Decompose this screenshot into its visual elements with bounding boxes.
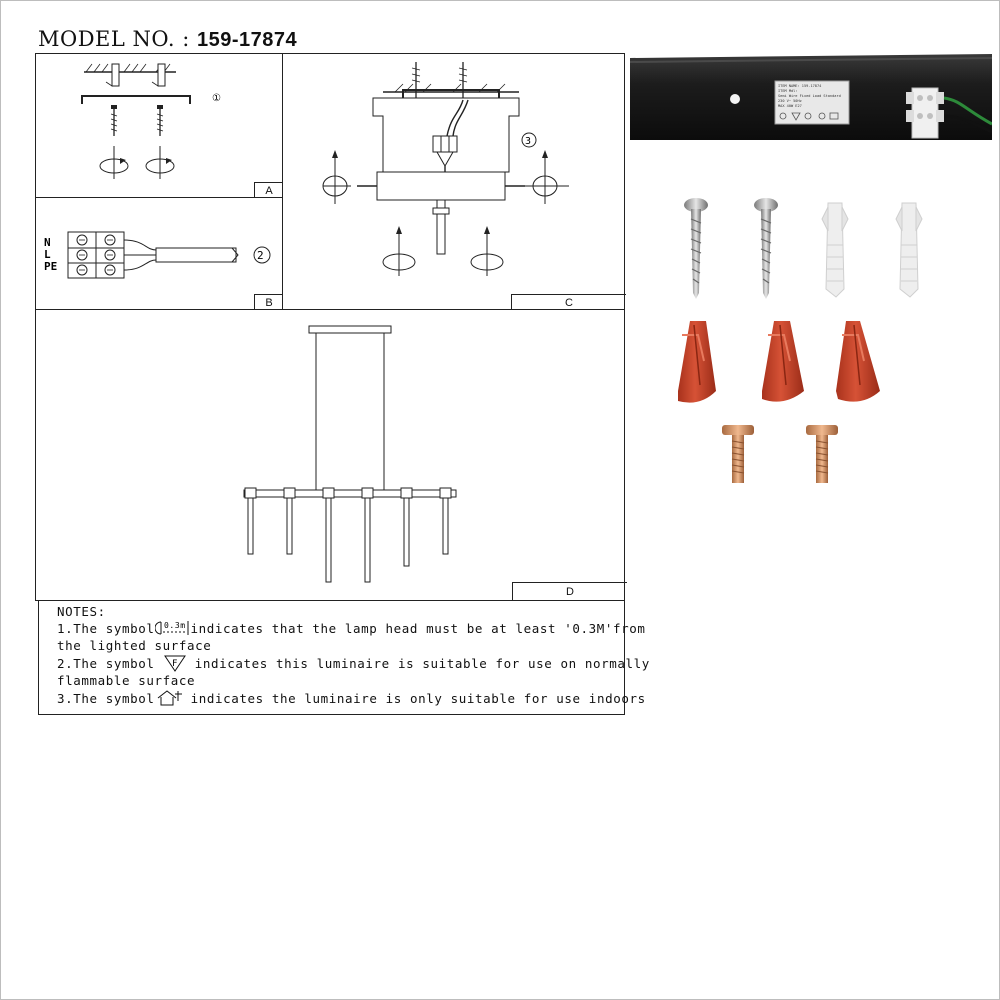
- wire-nut-icon: [762, 321, 804, 402]
- panel-c: 3 C: [282, 53, 626, 310]
- canopy-plate-photo: ITEM NAME: 159-17874 ITEM Mdl: Semi Wire…: [630, 54, 992, 140]
- rating-label-line-1: ITEM NAME: 159-17874: [778, 84, 821, 88]
- machine-screw-icon: [806, 425, 838, 483]
- note-1-cont: the lighted surface: [57, 638, 212, 653]
- notes-section: NOTES: 1.The symbol 0.3m indicates that th…: [38, 600, 649, 715]
- distance-symbol-text: 0.3m: [164, 621, 186, 630]
- rating-label-line-2: ITEM Mdl:: [778, 89, 797, 93]
- step-number-3: 3: [525, 136, 531, 147]
- wire-nut-icon: [836, 321, 880, 402]
- rating-label-line-3: Semi Wire Fixed Load Standard: [778, 94, 841, 98]
- wood-screw-icon: [684, 198, 708, 299]
- panel-c-tag: C: [511, 294, 626, 310]
- note-2-prefix: 2.The symbol: [57, 656, 155, 671]
- machine-screw-icon: [722, 425, 754, 483]
- note-1: 1.The symbol 0.3m indicates that the lamp …: [57, 620, 645, 637]
- rating-label: [774, 80, 850, 125]
- model-number: 159-17874: [196, 29, 298, 51]
- rating-label-line-4: 230 V~ 50Hz: [778, 99, 802, 103]
- step-number-1: ①: [212, 93, 221, 104]
- canopy-fixing-diagram: 3: [322, 62, 569, 276]
- terminal-label-n: N: [44, 236, 51, 249]
- terminal-label-pe: PE: [44, 260, 57, 273]
- distance-symbol-icon: 0.3m: [154, 621, 189, 635]
- panel-b: N L PE 2 B: [35, 197, 283, 310]
- panel-d-tag: D: [512, 582, 627, 601]
- wall-plug-icon: [821, 202, 849, 298]
- wall-plug-icon: [895, 202, 923, 298]
- step-number-2: 2: [257, 249, 264, 262]
- indoor-only-icon: [157, 690, 182, 706]
- flammable-symbol-text: F: [172, 659, 178, 669]
- model-number-heading: MODEL NO. : 159-17874: [38, 27, 297, 52]
- wood-screw-icon: [754, 198, 778, 299]
- panel-a: ① A: [35, 53, 283, 198]
- note-1-prefix: 1.The symbol: [57, 621, 155, 636]
- panel-b-tag: B: [254, 294, 283, 310]
- note-3: 3.The symbol indicates the luminaire is …: [57, 689, 645, 707]
- note-1-text: indicates that the lamp head must be at …: [190, 621, 646, 636]
- note-3-prefix: 3.The symbol: [57, 691, 155, 706]
- pendant-assembled-diagram: [243, 325, 457, 583]
- model-label: MODEL NO. :: [38, 27, 190, 51]
- note-2-cont: flammable surface: [57, 673, 196, 688]
- note-3-text: indicates the luminaire is only suitable…: [190, 691, 646, 706]
- wiring-terminal-diagram: N L PE 2: [44, 231, 271, 279]
- note-2-text: indicates this luminaire is suitable for…: [194, 656, 650, 671]
- rating-label-line-5: MAX 40W E27: [778, 104, 802, 108]
- flammable-surface-icon: F: [163, 655, 186, 672]
- panel-d: D: [35, 309, 627, 601]
- ceiling-anchor-diagram: ①: [81, 63, 221, 179]
- notes-title: NOTES:: [57, 604, 106, 619]
- panel-a-tag: A: [254, 182, 283, 198]
- note-2: 2.The symbol F indicates this luminaire …: [57, 654, 649, 672]
- terminal-block-photo: [906, 87, 944, 139]
- wire-nut-icon: [678, 321, 716, 403]
- hardware-parts-photo: [678, 198, 923, 483]
- instruction-sheet: ① A N L PE: [35, 53, 627, 715]
- terminal-label-l: L: [44, 248, 51, 261]
